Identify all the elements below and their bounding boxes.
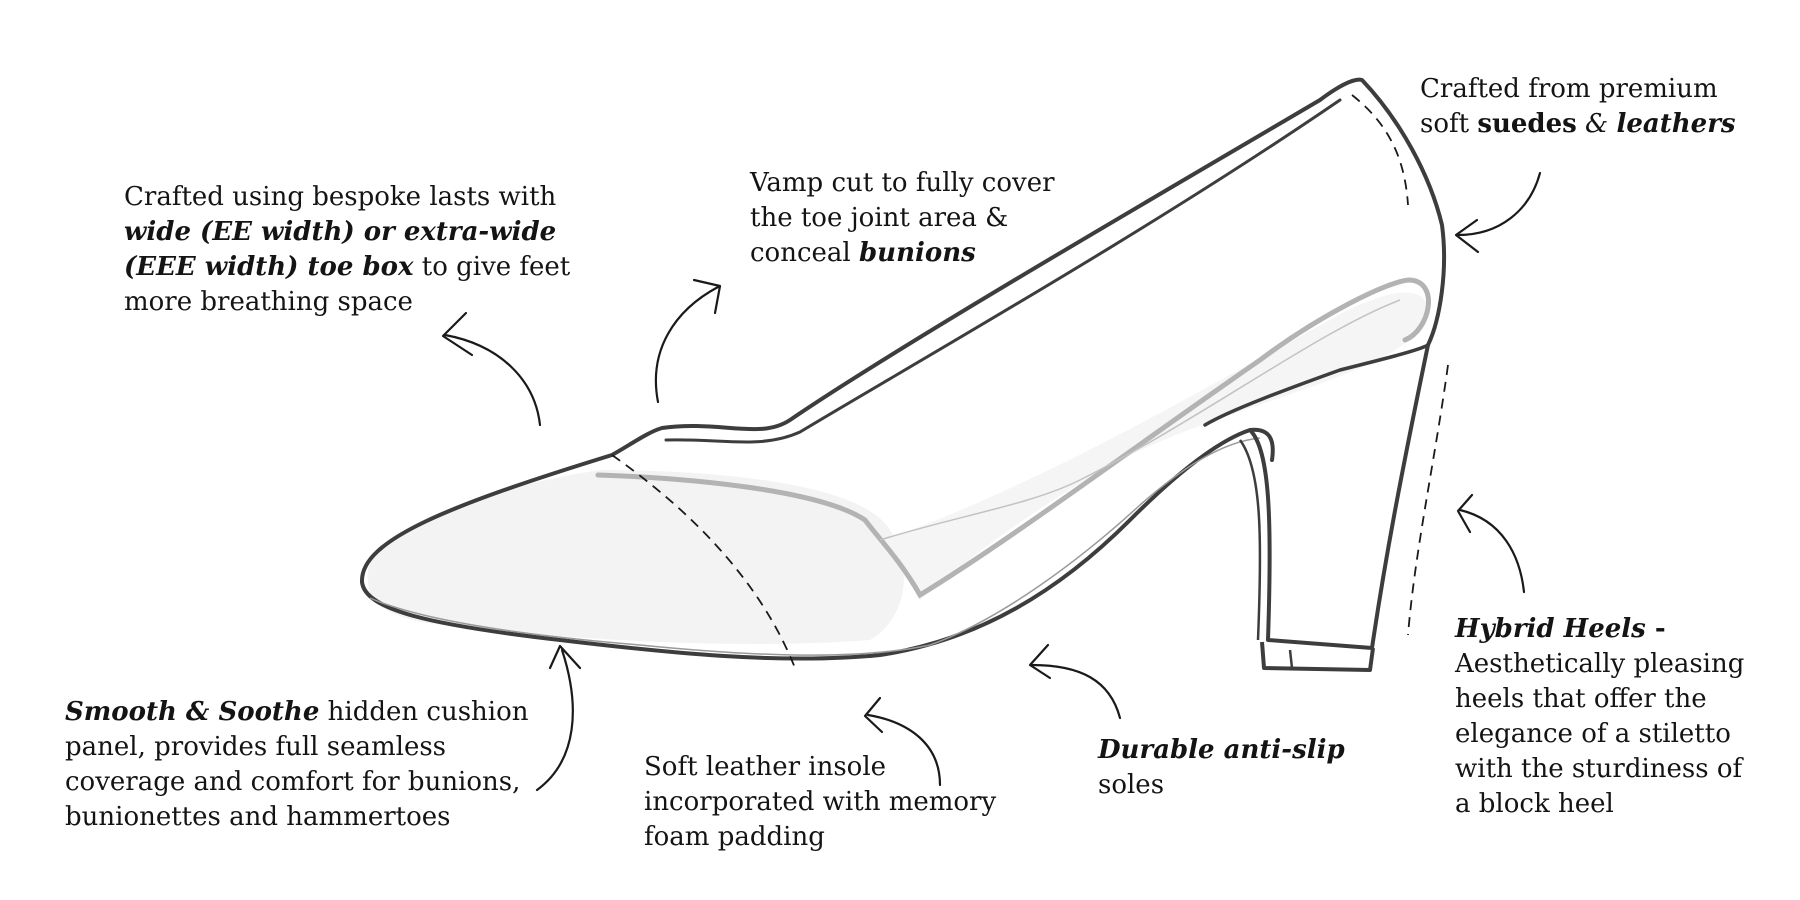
toe-box-line-2: wide (EE width) or extra-wide xyxy=(124,217,557,247)
cushion-line-3: coverage and comfort for bunions, xyxy=(65,767,521,797)
cushion-line-4: bunionettes and hammertoes xyxy=(65,802,451,832)
back-seam-dashed xyxy=(1351,94,1409,206)
insole-annotation: Soft leather insole incorporated with me… xyxy=(644,750,996,855)
vamp-line-1: Vamp cut to fully cover xyxy=(750,168,1055,198)
insole-edge xyxy=(879,299,1401,541)
materials-arrowhead xyxy=(1454,218,1480,254)
cushion-line-2: panel, provides full seamless xyxy=(65,732,447,762)
heel-outline xyxy=(1248,344,1430,650)
heel-line-6: a block heel xyxy=(1455,789,1614,819)
toe-box-line-1: Crafted using bespoke lasts with xyxy=(124,182,557,212)
heel-seam-dashed xyxy=(1407,364,1449,636)
collar-back xyxy=(1203,343,1430,427)
heel-dash: - xyxy=(1645,614,1666,644)
toe-box-annotation: Crafted using bespoke lasts with wide (E… xyxy=(124,180,570,320)
sole-line-2: soles xyxy=(1098,770,1165,800)
heel-line-2: Aesthetically pleasing xyxy=(1455,649,1745,679)
materials-leathers: leathers xyxy=(1616,109,1736,139)
heel-line-4: elegance of a stiletto xyxy=(1455,719,1731,749)
sole-line-1: Durable anti-slip xyxy=(1098,735,1345,765)
heel-line-1: Hybrid Heels - xyxy=(1455,612,1744,647)
heel-arrowhead xyxy=(1456,493,1474,534)
materials-prefix: soft xyxy=(1420,109,1478,139)
sole-edge xyxy=(369,437,1261,656)
cushion-line-1: Smooth & Soothe hidden cushion xyxy=(65,695,529,730)
vamp-arrow xyxy=(654,285,720,404)
materials-line-1: Crafted from premium xyxy=(1420,74,1718,104)
insole-arrowhead xyxy=(863,696,884,734)
cushion-emphasis: Smooth & Soothe xyxy=(65,697,320,727)
toe-box-arrow xyxy=(443,333,542,427)
heel-annotation: Hybrid Heels - Aesthetically pleasing he… xyxy=(1455,612,1744,822)
insole-arrow xyxy=(866,713,942,787)
cushion-annotation: Smooth & Soothe hidden cushion panel, pr… xyxy=(65,695,529,835)
toe-box-line-4: more breathing space xyxy=(124,287,413,317)
heel-line-3: heels that offer the xyxy=(1455,684,1707,714)
vamp-arrowhead xyxy=(692,278,722,315)
insole-line-3: foam padding xyxy=(644,822,825,852)
sole-arrow xyxy=(1030,663,1122,720)
insole-line-2: incorporated with memory xyxy=(644,787,997,817)
heel-cap-inner xyxy=(1288,649,1294,669)
vamp-prefix: conceal xyxy=(750,238,859,268)
vamp-line-2: the toe joint area & xyxy=(750,203,1009,233)
materials-suedes: suedes xyxy=(1477,109,1577,139)
heel-emphasis: Hybrid Heels xyxy=(1455,614,1646,644)
cushion-arrowhead xyxy=(548,644,582,670)
materials-line-2: soft suedes & leathers xyxy=(1420,107,1736,142)
vamp-seam-dashed xyxy=(611,454,796,669)
toe-box-arrowhead xyxy=(441,311,474,357)
vamp-line-3: conceal bunions xyxy=(750,236,1055,271)
insole-line xyxy=(595,277,1431,599)
heel-arrow xyxy=(1458,508,1526,594)
shoe-upper-outline xyxy=(359,77,1447,584)
heel-cap xyxy=(1260,641,1375,672)
cushion-suffix: hidden cushion xyxy=(319,697,529,727)
materials-amp: & xyxy=(1576,109,1617,139)
vamp-annotation: Vamp cut to fully cover the toe joint ar… xyxy=(750,166,1055,271)
materials-annotation: Crafted from premium soft suedes & leath… xyxy=(1420,72,1736,142)
heel-line-5: with the sturdiness of xyxy=(1455,754,1743,784)
toe-box-fill xyxy=(367,470,904,644)
sole-arrowhead xyxy=(1028,643,1052,680)
topline-inner xyxy=(664,98,1342,444)
toe-box-suffix: to give feet xyxy=(413,252,571,282)
toe-box-line-3: (EEE width) toe box to give feet xyxy=(124,250,570,285)
insole-line-1: Soft leather insole xyxy=(644,752,887,782)
vamp-bunions: bunions xyxy=(859,238,976,268)
sole-annotation: Durable anti-slip soles xyxy=(1098,733,1345,803)
heel-inner-line xyxy=(1238,439,1262,641)
cushion-arrow xyxy=(535,648,574,792)
toe-box-emphasis: (EEE width) toe box xyxy=(124,252,414,282)
materials-arrow xyxy=(1456,171,1542,237)
insole-fill xyxy=(885,292,1428,600)
